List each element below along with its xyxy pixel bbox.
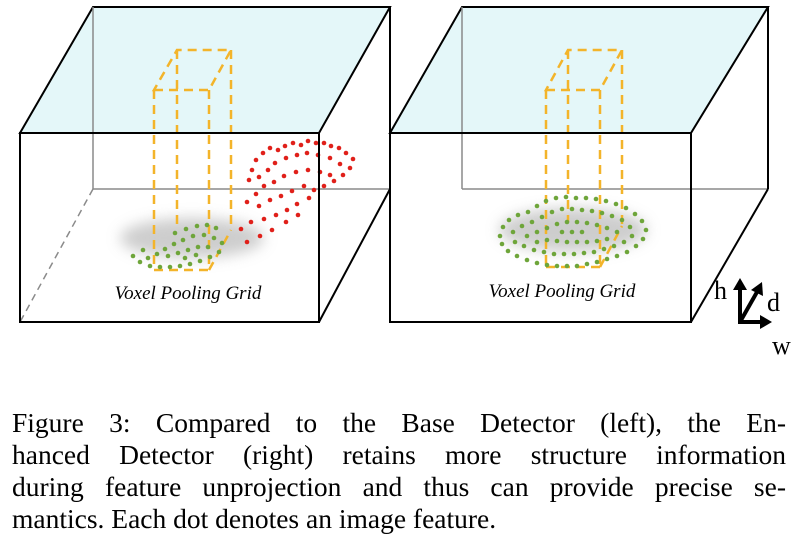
right-box-top-face	[388, 6, 770, 134]
caption-line-1: Figure 3: Compared to the Base Detector …	[12, 407, 786, 438]
left-green-dots	[130, 222, 225, 270]
right-grid-label: Voxel Pooling Grid	[489, 281, 636, 302]
right-green-dots	[497, 194, 649, 269]
axis-label-h: h	[714, 276, 727, 305]
left-grid-label: Voxel Pooling Grid	[115, 283, 262, 304]
left-box-right-floor-edge	[318, 188, 391, 323]
left-red-dots	[238, 138, 356, 245]
caption-line-3: during feature unprojection and thus can…	[12, 471, 786, 502]
caption-line-2: hanced Detector (right) retains more str…	[12, 439, 786, 470]
caption-line-4: mantics. Each dot denotes an image featu…	[12, 503, 497, 534]
figure-caption: Figure 3: Compared to the Base Detector …	[12, 407, 786, 535]
left-box-hidden-diagonal	[19, 188, 94, 323]
axis-label-w: w	[772, 331, 791, 360]
axis-w-arrowhead	[760, 315, 772, 329]
right-box-right-floor-edge	[690, 188, 769, 323]
axis-indicator: h d w	[714, 276, 791, 360]
axis-h-arrowhead	[733, 278, 747, 290]
left-box-top-face	[18, 6, 392, 134]
figure-diagram: Voxel Pooling Grid	[18, 6, 791, 360]
right-panel: Voxel Pooling Grid	[388, 6, 770, 323]
left-pillar	[151, 48, 234, 272]
axis-d-arrowhead	[751, 282, 763, 296]
left-panel: Voxel Pooling Grid	[18, 6, 392, 323]
axis-label-d: d	[767, 288, 780, 317]
axis-d-arrow	[738, 291, 759, 323]
